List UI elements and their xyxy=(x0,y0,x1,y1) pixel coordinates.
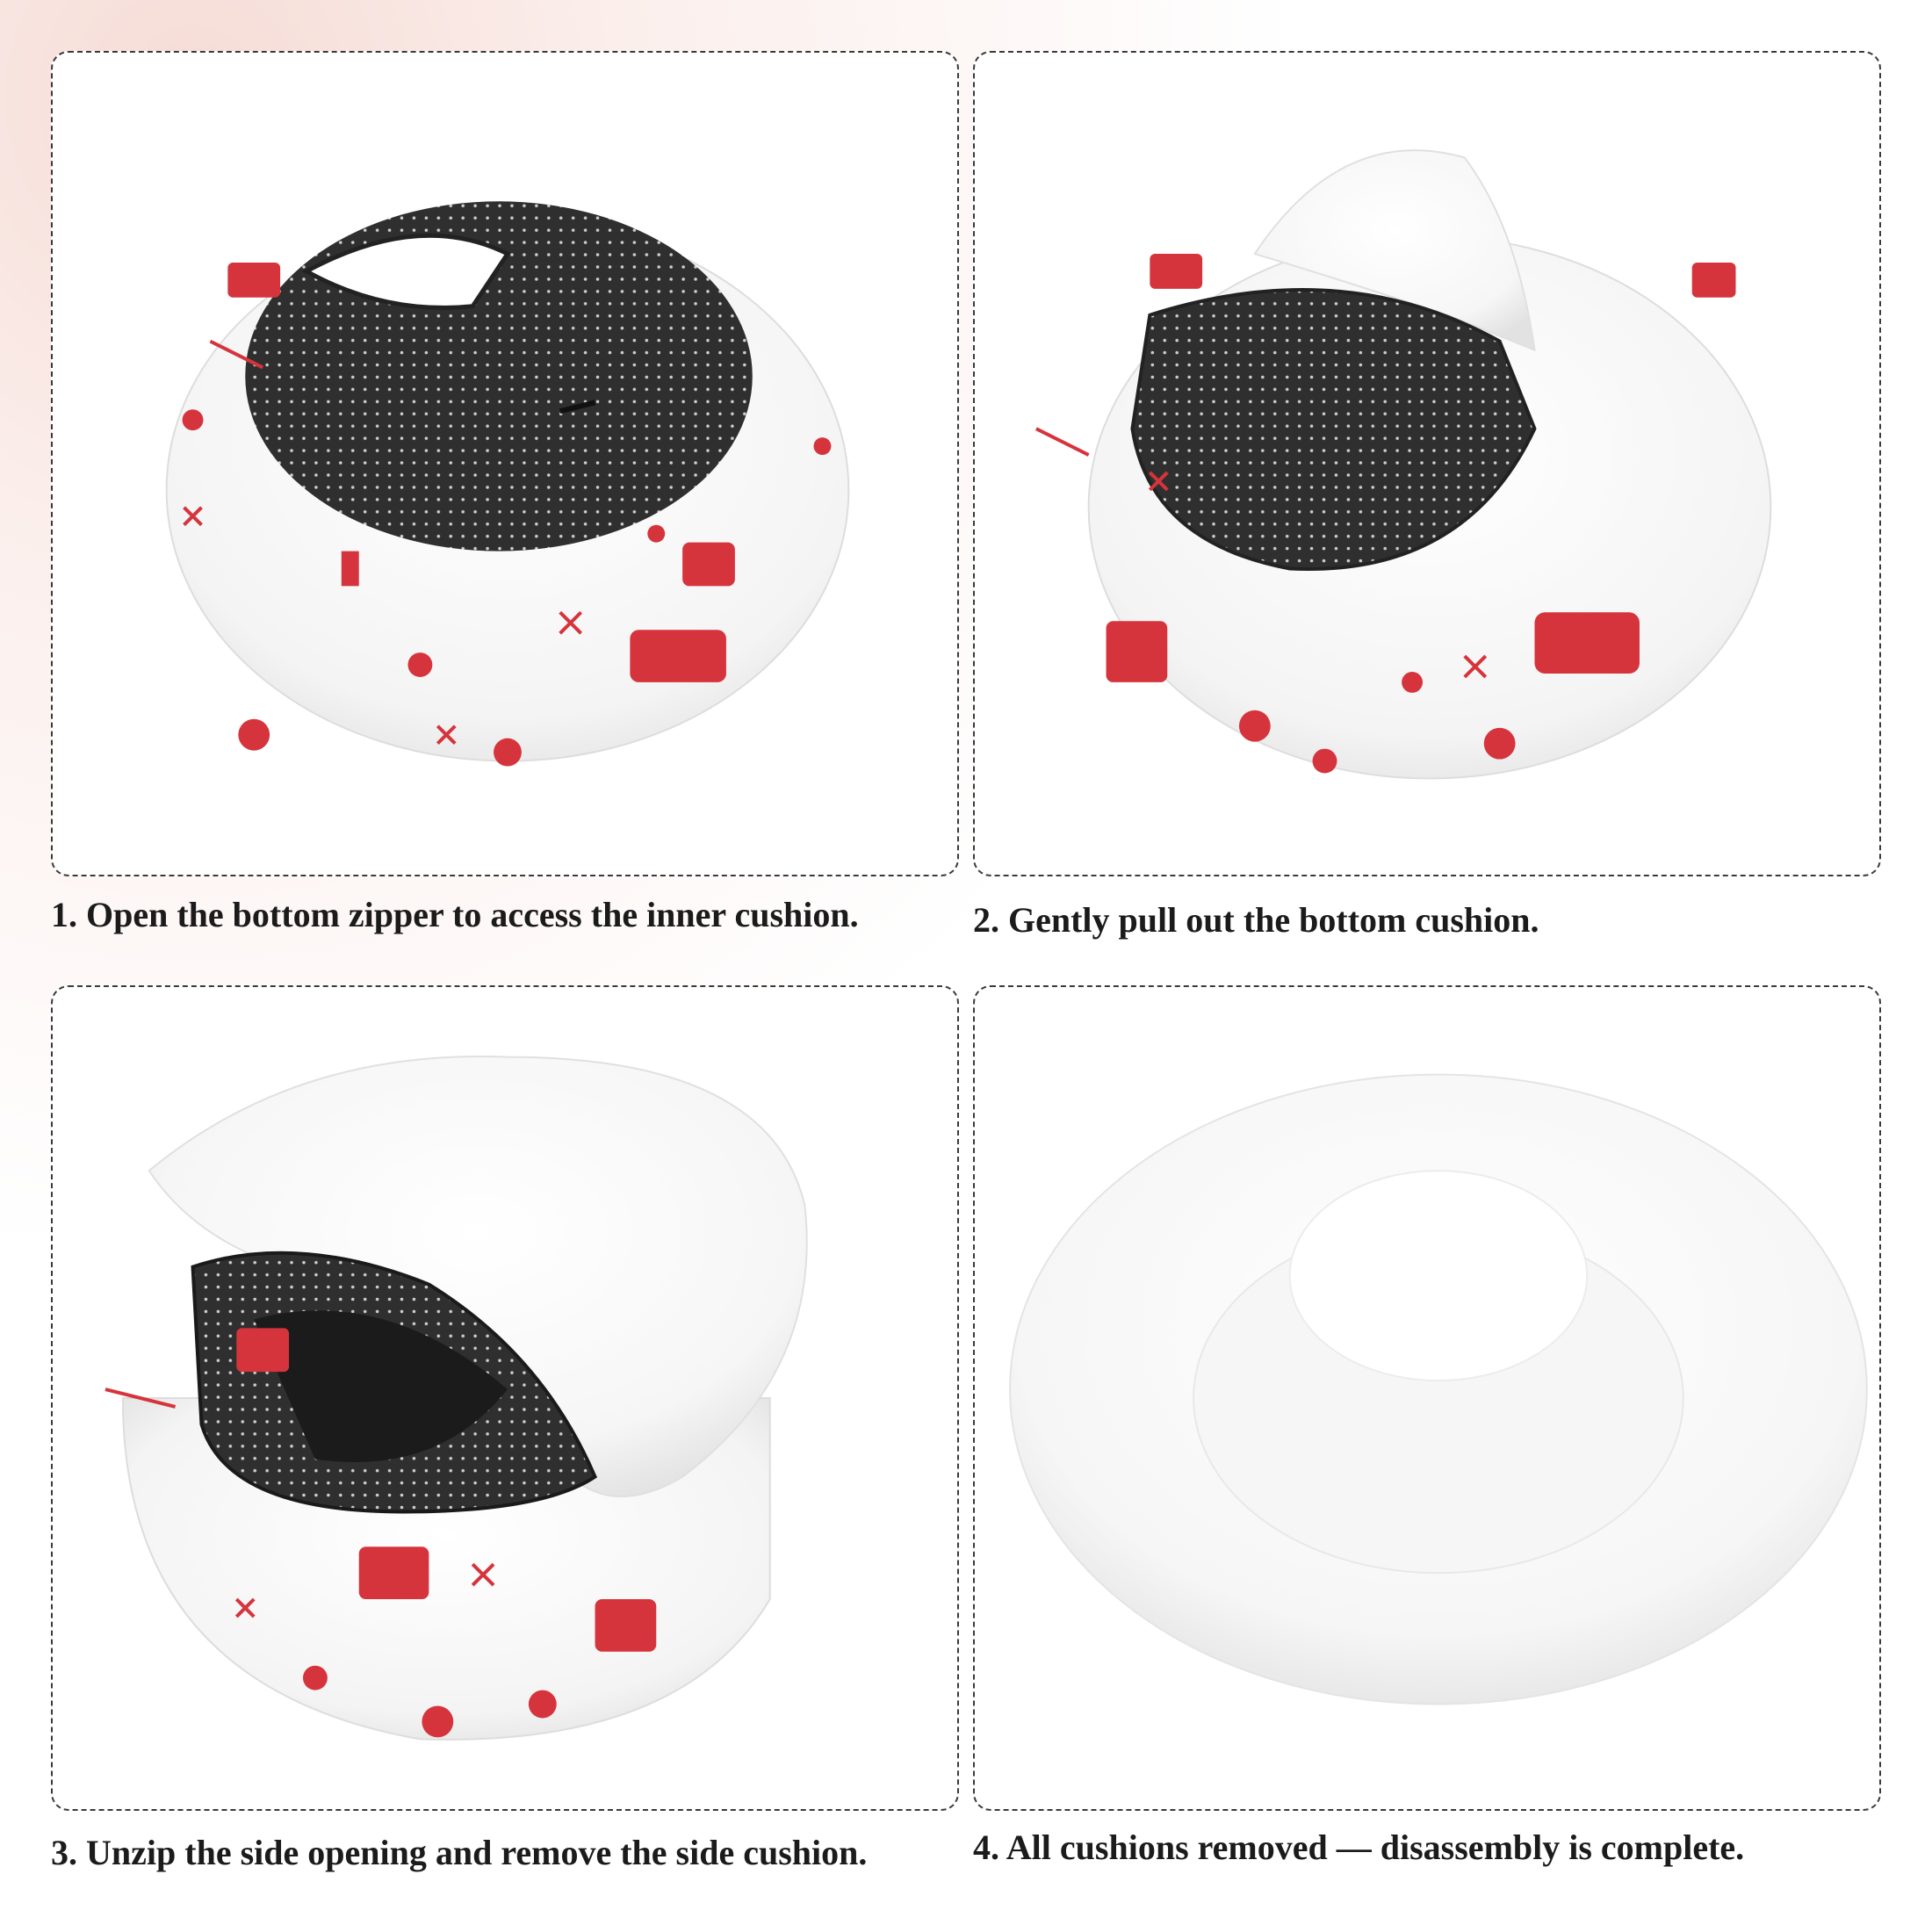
step-4-caption: 4. All cushions removed — disassembly is… xyxy=(973,1827,1745,1867)
step-4-image xyxy=(973,985,1881,1811)
step-3-caption: 3. Unzip the side opening and remove the… xyxy=(51,1833,868,1872)
step-2-caption: 2. Gently pull out the bottom cushion. xyxy=(973,900,1539,940)
white-inner-cushion-illustration xyxy=(1009,1073,1868,1705)
pet-bed-bottom-cushion-pulled-out-illustration xyxy=(1035,149,1772,780)
pet-bed-side-zipper-open-illustration xyxy=(105,1056,808,1741)
step-1-image xyxy=(51,51,959,876)
step-3-image xyxy=(51,985,959,1811)
step-1-caption: 1. Open the bottom zipper to access the … xyxy=(51,895,859,934)
step-2-image xyxy=(973,51,1881,876)
pet-bed-bottom-zipper-open-illustration xyxy=(165,201,850,767)
